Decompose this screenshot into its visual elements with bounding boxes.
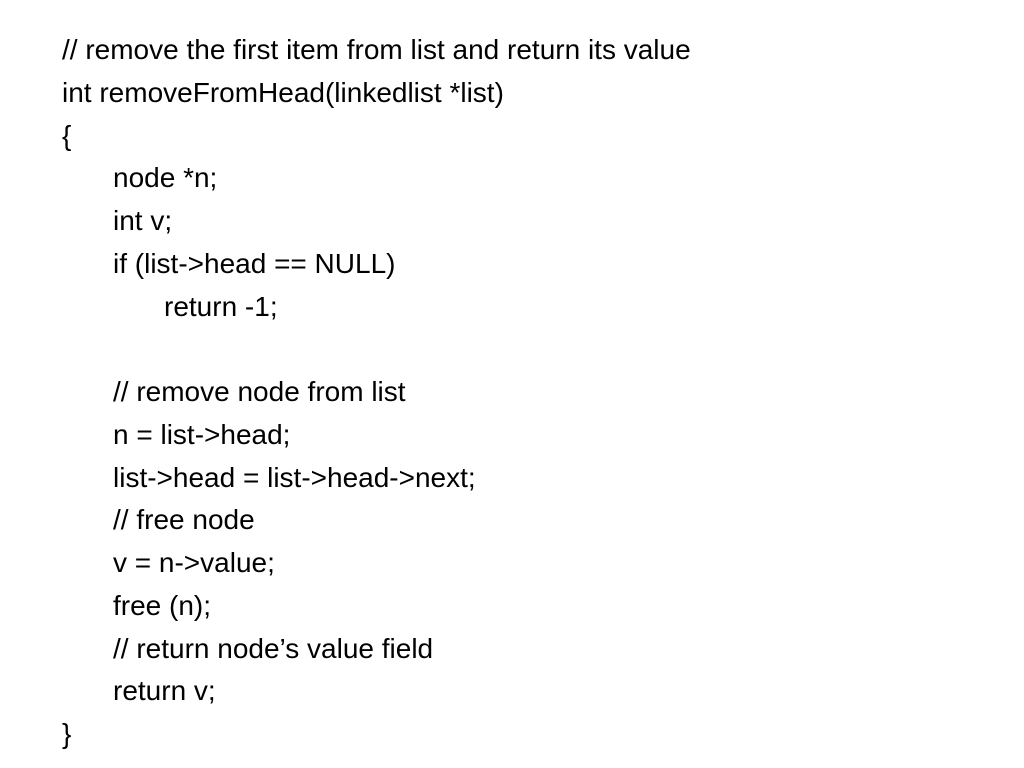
code-comment-line: // return node’s value field — [113, 632, 434, 664]
code-line: return -1; — [164, 290, 278, 322]
code-line: if (list->head == NULL) — [113, 247, 396, 279]
code-line: n = list->head; — [113, 418, 291, 450]
code-line: return v; — [113, 675, 216, 707]
open-brace-line: { — [62, 119, 72, 151]
code-comment-line: // remove node from list — [113, 376, 406, 407]
code-comment-line: // free node — [113, 504, 255, 536]
close-brace-line: } — [62, 718, 72, 749]
function-signature-line: int removeFromHead(linkedlist *list) — [62, 76, 504, 108]
code-line: list->head = list->head->next; — [113, 461, 476, 493]
code-line: int v; — [113, 205, 173, 236]
code-line: v = n->value; — [113, 547, 275, 578]
code-line: free (n); — [113, 589, 212, 621]
blank-line — [62, 328, 691, 371]
code-comment-line: // remove the first item from list and r… — [62, 34, 691, 65]
code-block: // remove the first item from list and r… — [62, 29, 691, 756]
code-line: node *n; — [113, 162, 218, 194]
